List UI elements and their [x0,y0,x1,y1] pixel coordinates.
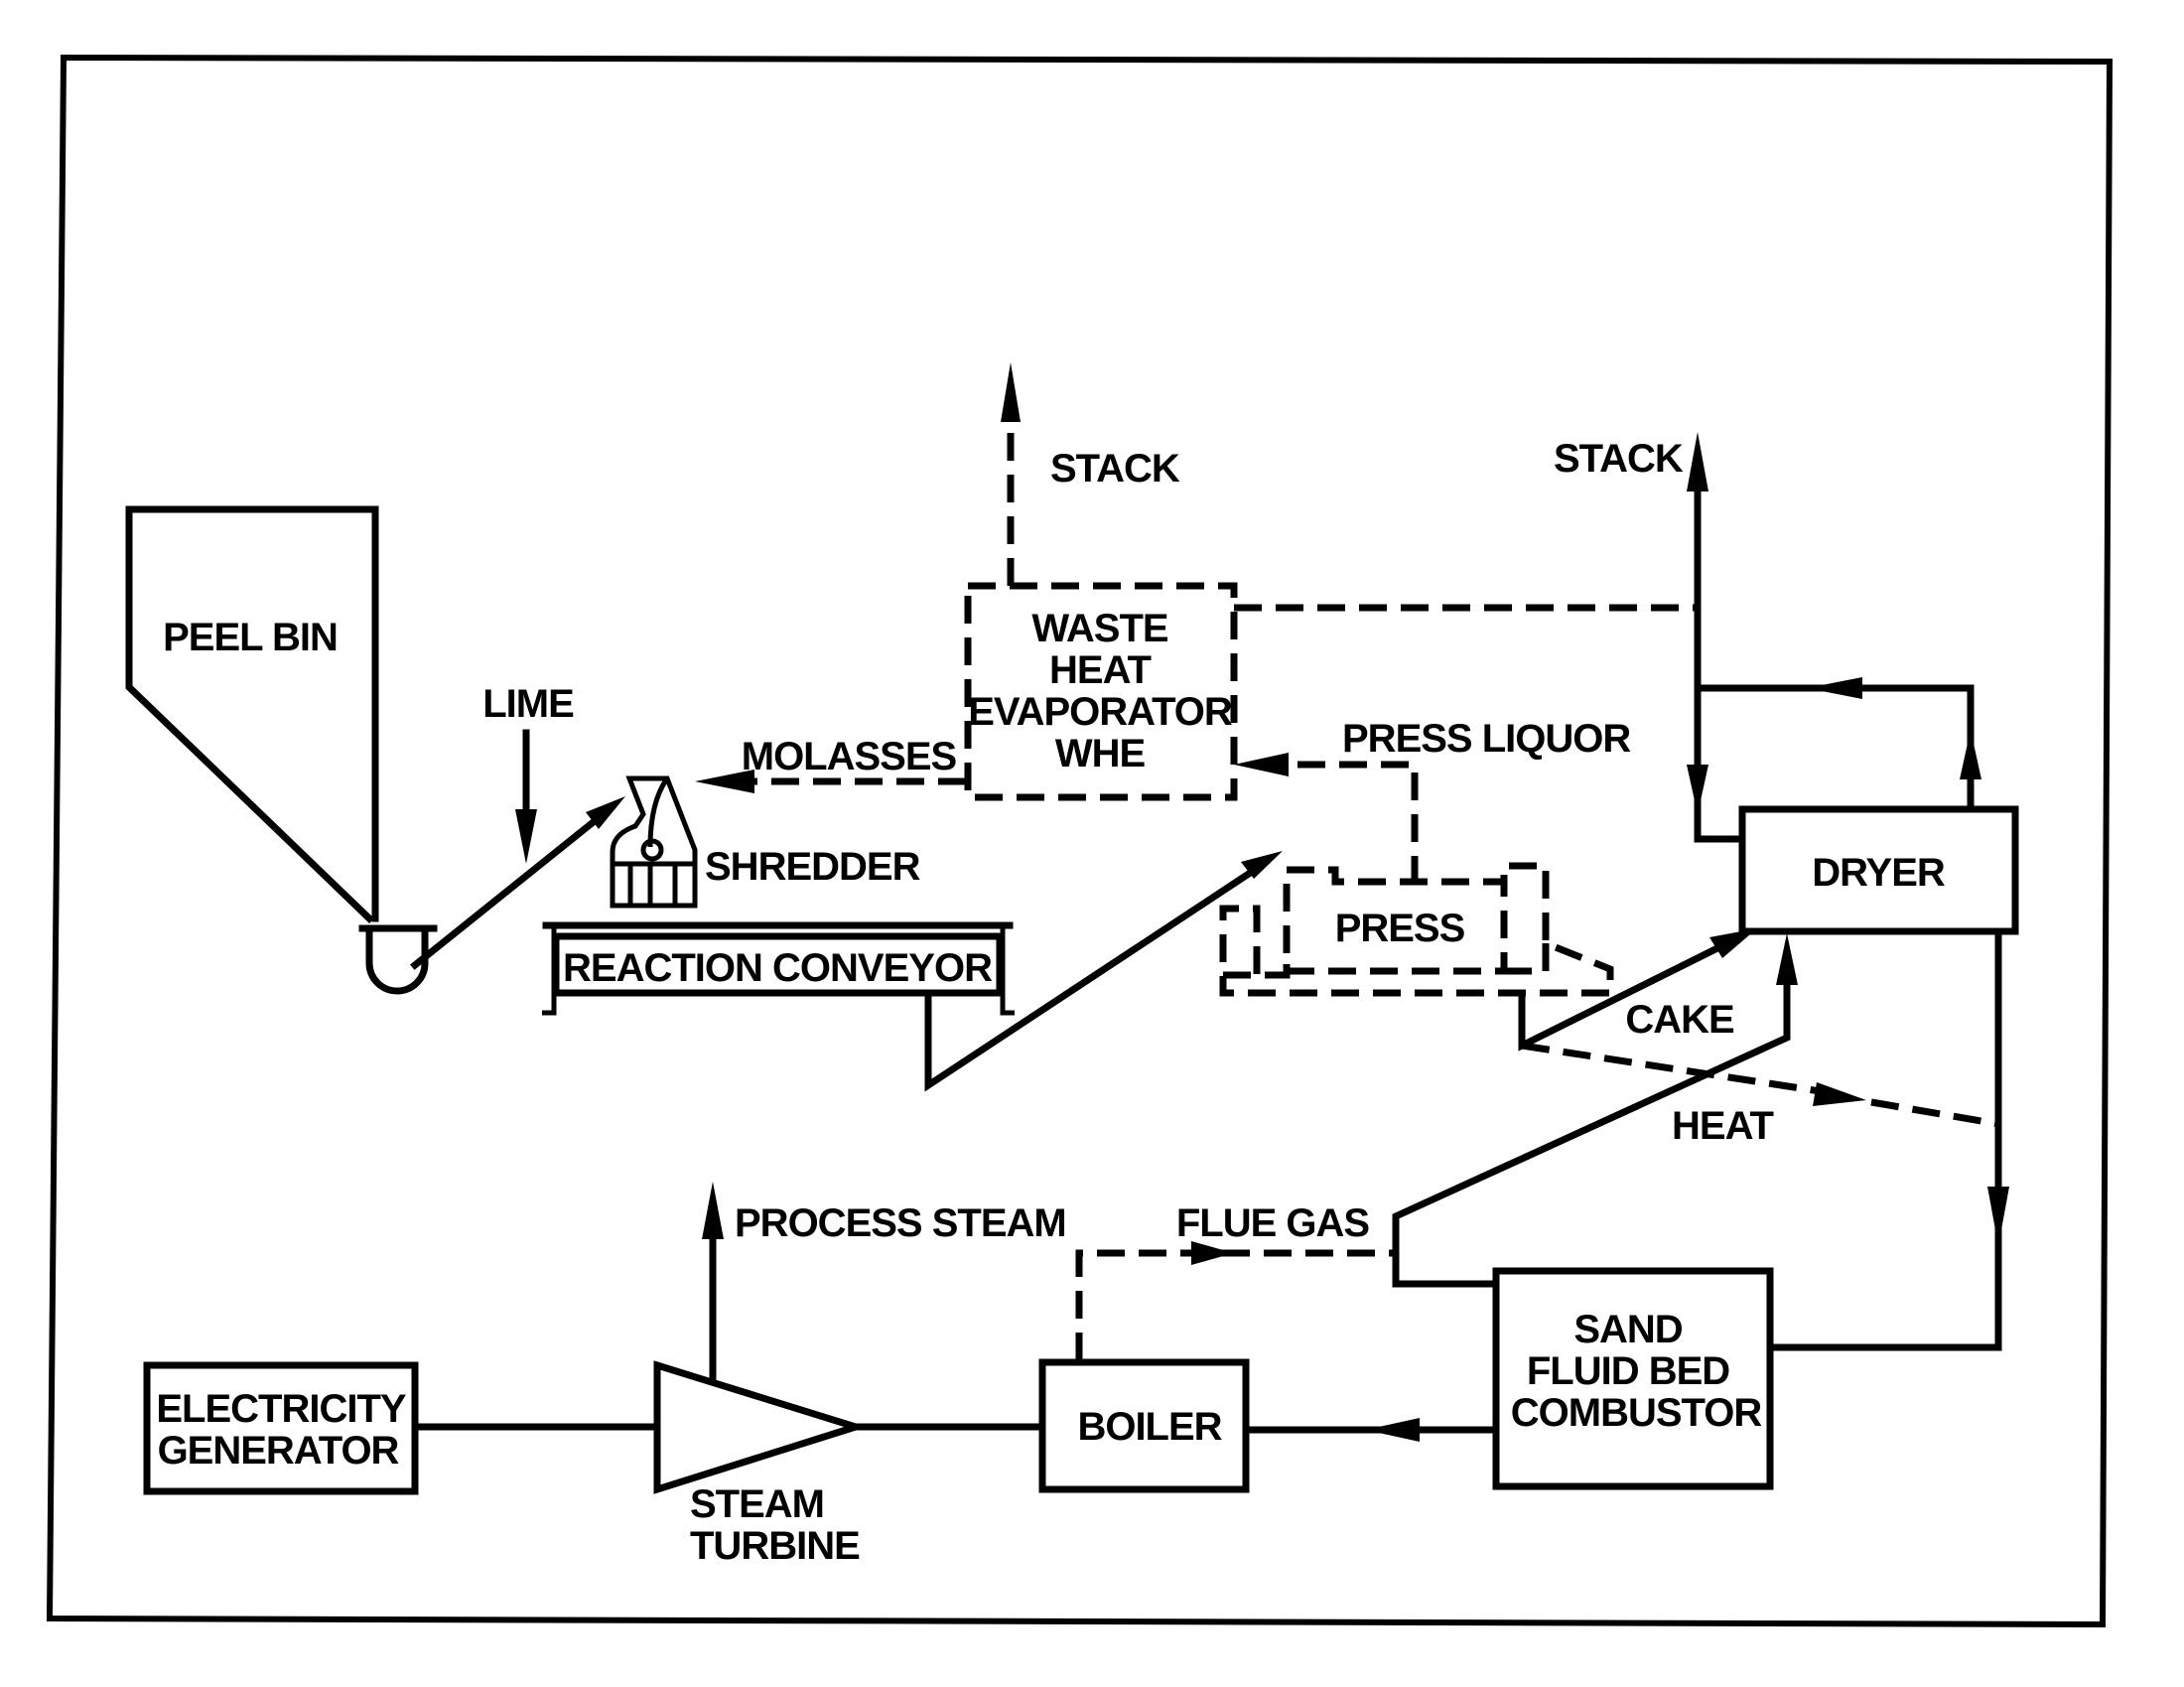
press-liquor-stream: PRESS LIQUOR [1234,717,1632,884]
arrow-head-icon [586,796,625,829]
generator-label-1: ELECTRICITY [156,1387,407,1431]
peel-bin-label: PEEL BIN [163,616,338,659]
boiler: BOILER [1038,1358,1250,1493]
arrow-left-icon [1365,1418,1420,1442]
arrow-left-icon [1234,753,1289,776]
arrow-up-icon [1001,362,1021,422]
whe-label-4: WHE [1055,732,1146,775]
combustor-to-boiler-line [1243,1418,1500,1442]
combustor-label-3: COMBUSTOR [1511,1391,1763,1435]
reaction-conveyor-label: REACTION CONVEYOR [563,946,993,990]
whe-label-1: WASTE [1031,607,1168,650]
arrow-left-icon [695,770,754,793]
arrow-left-icon [1807,677,1862,699]
diagram-frame [46,54,2114,1628]
sand-fluid-bed-combustor: SAND FLUID BED COMBUSTOR [1492,1267,1774,1490]
combustor-label-1: SAND [1573,1308,1682,1351]
waste-heat-evaporator: WASTE HEAT EVAPORATOR WHE [964,582,1238,801]
molasses-stream: MOLASSES [695,735,966,793]
steam-turbine-label-2: TURBINE [690,1524,860,1568]
shredder: SHREDDER [610,775,922,909]
process-steam-label: PROCESS STEAM [735,1201,1066,1245]
arrow-up-icon [702,1182,724,1239]
arrow-down-icon [1687,765,1708,814]
peel-bin: PEEL BIN [125,505,379,923]
combustor-label-2: FLUID BED [1527,1349,1729,1393]
steam-turbine-label-1: STEAM [690,1482,824,1526]
arrow-right-icon [1191,1241,1234,1265]
whe-label-2: HEAT [1049,648,1151,692]
whe-stack-stream: STACK [1001,362,1181,586]
arrow-head-icon [1241,851,1283,879]
reaction-conveyor: REACTION CONVEYOR [542,921,1015,1016]
electricity-generator: ELECTRICITY GENERATOR [143,1361,419,1495]
lime-label: LIME [482,682,574,726]
arrow-down-icon [515,809,537,864]
press-label: PRESS [1335,907,1465,950]
dryer-to-combustor-line [1766,927,2009,1351]
generator-label-2: GENERATOR [158,1429,400,1473]
press: PRESS [1219,862,1614,997]
hopper-cup [358,924,438,995]
arrow-up-icon [1776,933,1798,985]
dryer-stack-stream: STACK [1554,432,1746,843]
dryer-stack-label: STACK [1554,437,1684,481]
steam-turbine: STEAM TURBINE [653,1360,868,1568]
dryer: DRYER [1738,805,2019,935]
dryer-label: DRYER [1812,851,1946,895]
press-liquor-label: PRESS LIQUOR [1342,717,1631,761]
arrow-head-icon [1709,928,1757,958]
cake-label: CAKE [1625,998,1734,1042]
boiler-label: BOILER [1077,1405,1222,1449]
heat-stream: HEAT [1521,1042,1999,1148]
lime-stream: LIME [482,682,575,864]
heat-label: HEAT [1672,1104,1773,1148]
cake-stream: CAKE [1518,928,1757,1052]
arrow-right-icon [1813,1082,1866,1106]
conveyor-to-press-line [924,851,1283,1092]
flue-gas-label: FLUE GAS [1176,1201,1370,1245]
arrow-up-icon [1960,730,1981,779]
flue-gas-stream: FLUE GAS [1075,1201,1396,1360]
feed-line-hopper-to-shredder [410,796,625,970]
whe-label-3: EVAPORATOR [968,690,1233,734]
arrow-up-icon [1687,432,1708,492]
molasses-label: MOLASSES [742,735,957,778]
process-steam-stream: PROCESS STEAM [702,1182,1067,1384]
shredder-label: SHREDDER [705,845,921,889]
arrow-down-icon [1987,1187,2009,1246]
whe-stack-label: STACK [1050,447,1180,491]
dryer-recirculation-loop [1694,677,1981,813]
